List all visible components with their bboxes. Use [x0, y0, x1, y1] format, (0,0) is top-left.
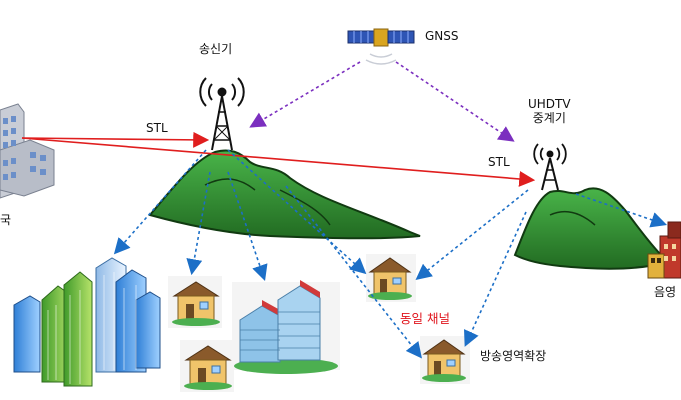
stl-link-transmitter-to-repeater: [21, 137, 536, 187]
repeater-mountain: [513, 187, 670, 270]
shadow-area-buildings: [647, 221, 681, 279]
gnss-satellite: [347, 28, 415, 65]
repeater-tower: [533, 143, 567, 191]
station-label: 국: [0, 213, 12, 227]
gnss-link-to-repeater: [395, 61, 515, 142]
stl-link-station-to-transmitter: [21, 131, 210, 148]
transmitter-label: 송신기: [199, 42, 233, 56]
stl-label-left: STL: [146, 121, 168, 135]
house-1: [168, 276, 222, 328]
house-3: [366, 254, 416, 302]
house-2: [180, 340, 234, 392]
apartment-complex: [232, 280, 340, 374]
coverage-expansion-label: 방송영역확장: [480, 349, 547, 363]
uhdtv-label-line2: 중계기: [532, 110, 566, 125]
coverage-links: [113, 149, 668, 359]
uhdtv-label-line1: UHDTV: [528, 97, 571, 111]
same-channel-label: 동일 채널: [400, 311, 450, 326]
transmitter-mountain: [148, 149, 421, 240]
house-4: [420, 336, 470, 384]
uhdtv-repeater-label: UHDTV 중계기: [528, 97, 571, 126]
gnss-link-to-transmitter: [249, 61, 361, 128]
broadcast-station-building: [0, 103, 55, 199]
stl-label-right: STL: [488, 155, 510, 169]
shadow-area-label: 음영: [654, 285, 677, 299]
city-skyscrapers: [13, 257, 161, 387]
transmitter-tower: [199, 77, 245, 151]
gnss-label: GNSS: [425, 29, 459, 43]
